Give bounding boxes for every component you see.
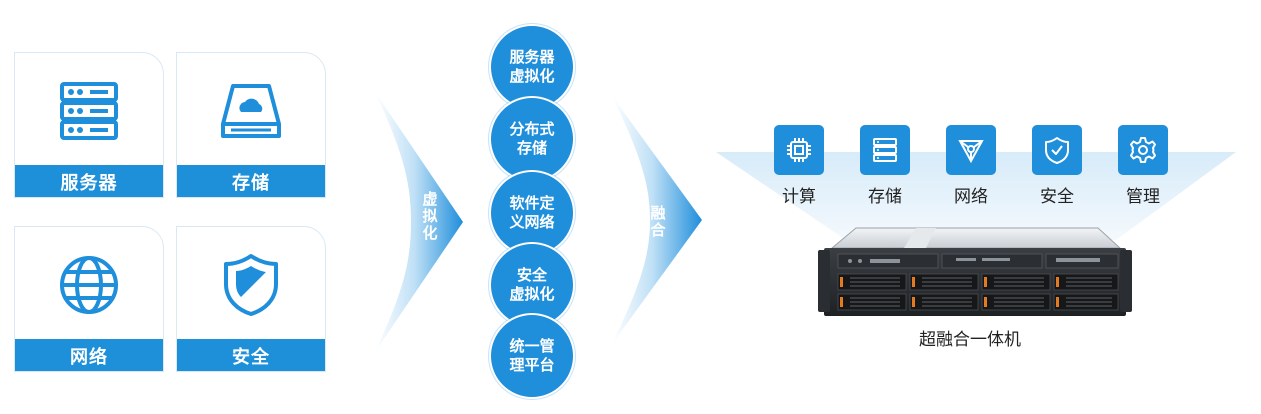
card-label: 安全: [177, 339, 325, 371]
network-icon: [958, 140, 984, 164]
tile-compute: [774, 125, 824, 175]
step-line: 义网络: [509, 213, 555, 231]
card-label: 网络: [15, 339, 163, 371]
card-network: 网络: [14, 226, 164, 372]
card-storage: 存储: [176, 52, 326, 198]
card-security: 安全: [176, 226, 326, 372]
tile-label: 安全: [1040, 187, 1074, 207]
capability-fan: [716, 152, 1236, 240]
tile-network: [946, 125, 996, 175]
tile-security: [1032, 125, 1082, 175]
card-label: 服务器: [15, 165, 163, 197]
tile-label: 管理: [1126, 187, 1160, 207]
step-line: 虚拟化: [509, 285, 555, 303]
step-line: 理平台: [509, 356, 555, 374]
shield-check-icon: [1045, 137, 1069, 164]
tile-label: 存储: [868, 187, 902, 207]
shield-icon: [177, 245, 325, 325]
arrow-label-fusion: 融合: [650, 204, 666, 239]
tile-storage: [860, 125, 910, 175]
step-line: 统一管: [509, 337, 555, 355]
globe-icon: [15, 245, 163, 325]
step-line: 软件定: [509, 194, 555, 212]
chip-icon: [787, 138, 811, 162]
step-line: 虚拟化: [509, 67, 555, 85]
server-appliance-image: [818, 227, 1132, 316]
step-line: 存储: [516, 139, 547, 157]
card-label: 存储: [177, 165, 325, 197]
step-distributed-storage: 分布式 存储: [489, 96, 575, 182]
server-caption: 超融合一体机: [919, 330, 1021, 350]
server-icon: [15, 71, 163, 151]
storage-icon: [873, 138, 897, 162]
fusion-arrow: [612, 96, 702, 344]
step-unified-management: 统一管 理平台: [489, 313, 575, 399]
step-line: 分布式: [509, 120, 555, 138]
gear-icon: [1130, 137, 1156, 163]
tile-label: 计算: [782, 187, 816, 207]
tile-management: [1118, 125, 1168, 175]
arrow-label-virtualization: 虚拟化: [422, 190, 438, 242]
virtualization-arrow: [375, 92, 463, 352]
step-line: 服务器: [509, 48, 555, 66]
step-line: 安全: [516, 266, 547, 284]
storage-icon: [177, 71, 325, 151]
card-server: 服务器: [14, 52, 164, 198]
tile-label: 网络: [954, 187, 988, 207]
